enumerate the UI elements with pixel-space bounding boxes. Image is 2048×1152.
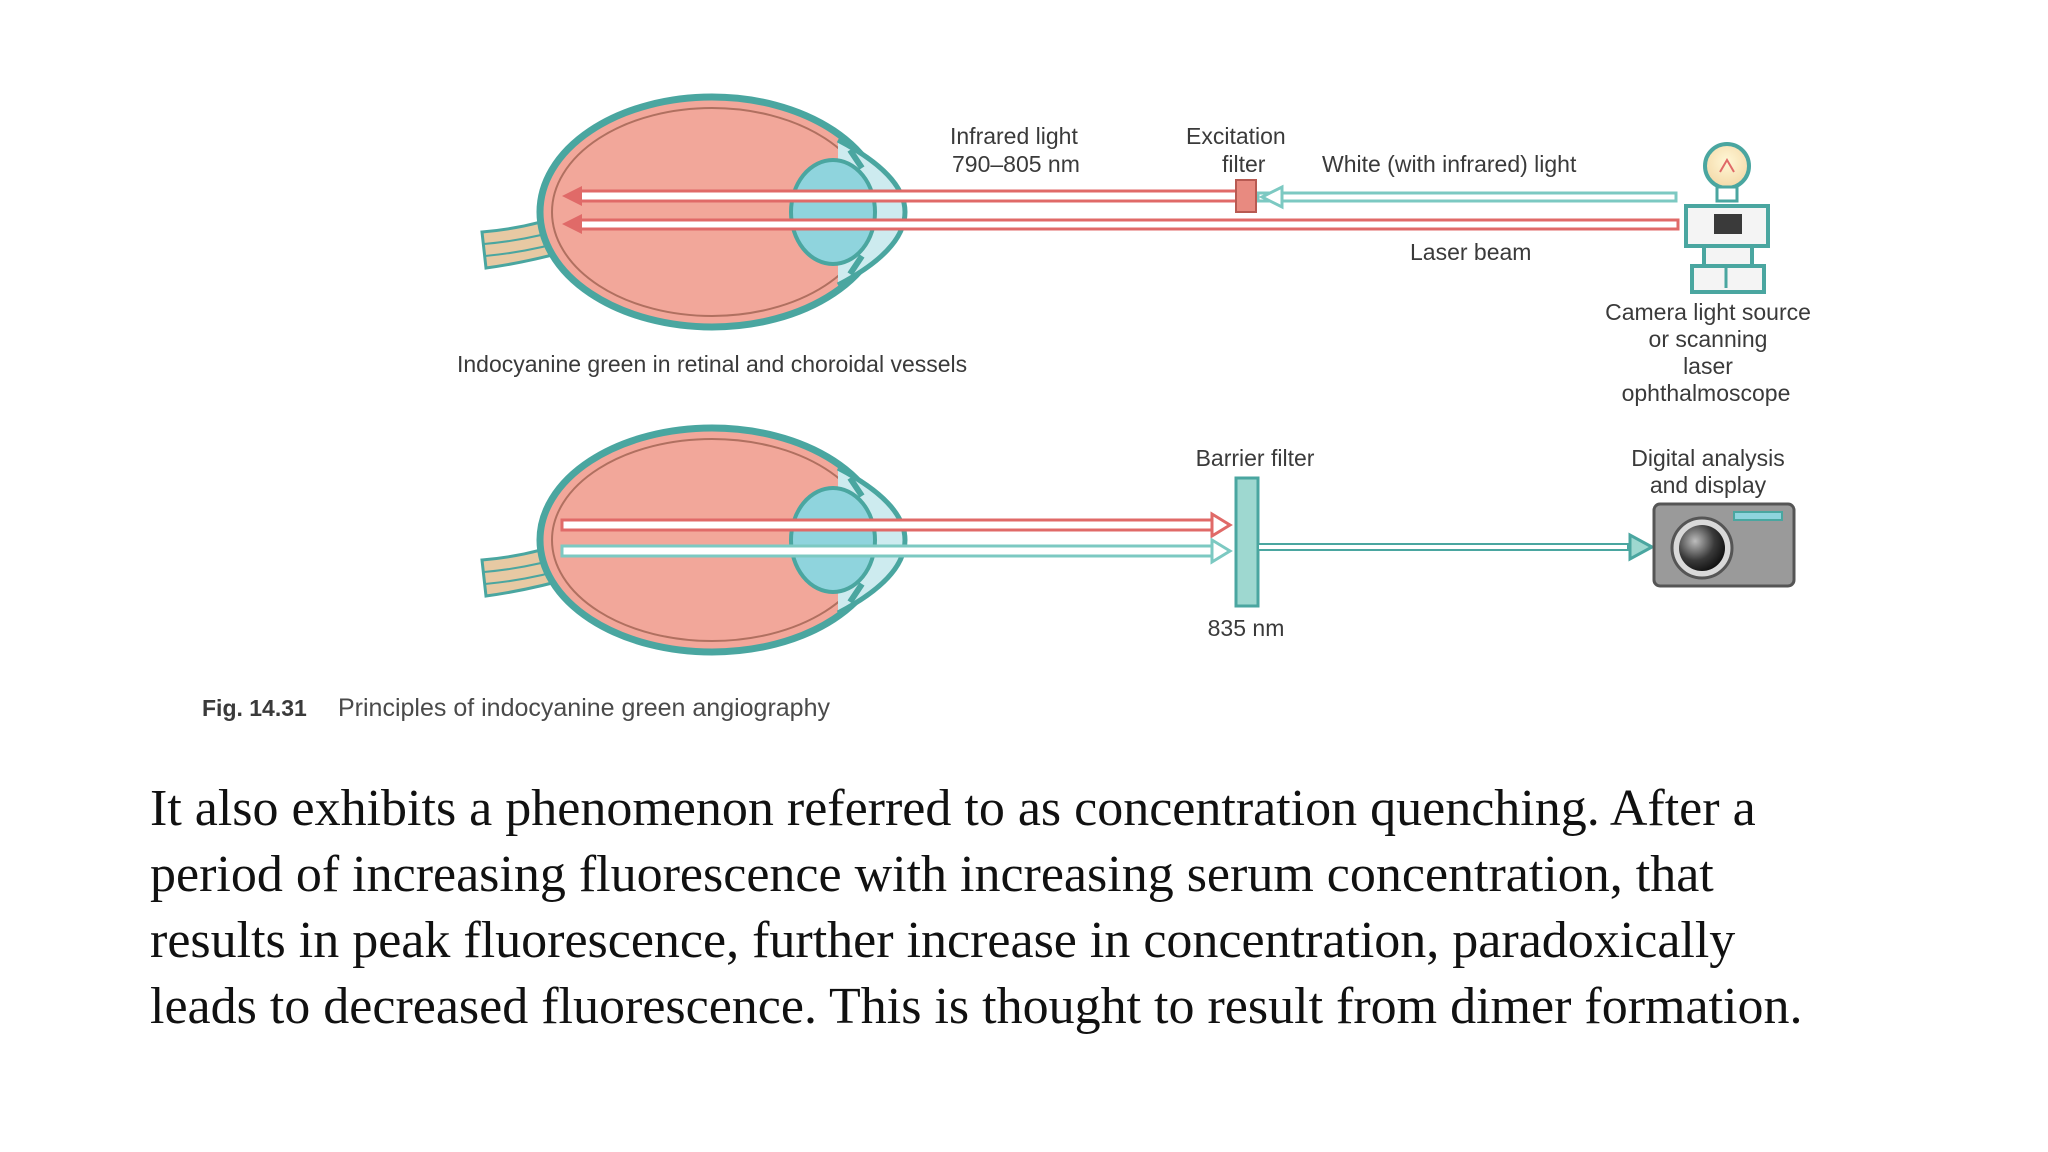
- infrared-beam-arrowhead: [562, 186, 582, 206]
- label-excitation-line1: Excitation: [1186, 123, 1286, 149]
- emitted-red-arrowhead: [1210, 511, 1233, 539]
- label-digital-line1: Digital analysis: [1631, 445, 1784, 471]
- laser-beam-arrowhead: [562, 214, 582, 234]
- caption-text: Principles of indocyanine green angiogra…: [338, 694, 830, 722]
- lens-top: [789, 158, 877, 266]
- top-beams: [562, 179, 1680, 234]
- paragraph-line-4: leads to decreased fluorescence. This is…: [150, 978, 1803, 1035]
- filtered-beam-arrowhead: [1628, 532, 1656, 562]
- label-digital-line2: and display: [1650, 472, 1767, 498]
- lens-bottom: [789, 486, 877, 594]
- bottom-beams: [560, 476, 1656, 608]
- label-source-line3: laser: [1683, 353, 1733, 379]
- filtered-beam: [1257, 543, 1629, 551]
- icg-angiography-diagram: Infrared light 790–805 nm Excitation fil…: [202, 93, 1811, 722]
- label-barrier-filter: Barrier filter: [1196, 445, 1315, 471]
- excitation-filter: [1235, 179, 1257, 213]
- label-white-light: White (with infrared) light: [1322, 151, 1577, 177]
- label-infrared-line1: Infrared light: [950, 123, 1078, 149]
- lightbulb-icon: [1703, 142, 1751, 190]
- label-source-line4: ophthalmoscope: [1622, 380, 1791, 406]
- label-laser-beam: Laser beam: [1410, 239, 1531, 265]
- top-eye: [480, 93, 908, 331]
- caption-number: Fig. 14.31: [202, 695, 307, 721]
- paragraph-line-3: results in peak fluorescence, further in…: [150, 912, 1736, 969]
- label-source-line1: Camera light source: [1605, 299, 1811, 325]
- infrared-beam: [576, 189, 1240, 203]
- label-vessels: Indocyanine green in retinal and choroid…: [457, 351, 967, 377]
- laser-beam: [576, 218, 1680, 231]
- paragraph-line-2: period of increasing fluorescence with i…: [150, 846, 1714, 903]
- white-light-arrowhead: [1258, 184, 1284, 210]
- bottom-eye: [480, 424, 908, 656]
- emitted-teal-beam: [560, 544, 1214, 558]
- body-paragraph: It also exhibits a phenomenon referred t…: [150, 776, 1950, 1040]
- light-source-device: [1684, 142, 1770, 294]
- camera-icon: [1652, 502, 1796, 588]
- emitted-red-beam: [560, 518, 1214, 532]
- label-excitation-line2: filter: [1222, 151, 1266, 177]
- label-835nm: 835 nm: [1208, 615, 1285, 641]
- label-infrared-line2: 790–805 nm: [952, 151, 1080, 177]
- label-source-line2: or scanning: [1649, 326, 1768, 352]
- paragraph-line-1: It also exhibits a phenomenon referred t…: [150, 780, 1756, 837]
- emitted-teal-arrowhead: [1210, 537, 1233, 565]
- barrier-filter: [1234, 476, 1260, 608]
- white-light-beam: [1256, 191, 1678, 203]
